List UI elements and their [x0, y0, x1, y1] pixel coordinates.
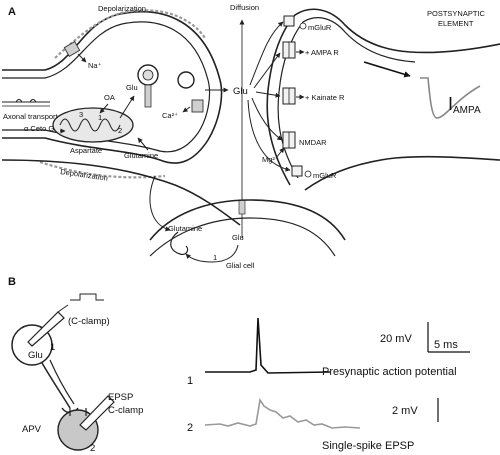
arrow-to-nmdar — [251, 97, 283, 141]
mglur-top-receptor — [283, 15, 307, 30]
synaptic-vesicle — [137, 64, 195, 108]
glial-transporter — [238, 199, 246, 215]
depolarization-bottom-label: Depolarization — [60, 167, 109, 183]
postsynaptic-line1: POSTSYNAPTIC — [427, 9, 486, 18]
num3-label: 3 — [79, 110, 83, 119]
glial-cell — [149, 199, 346, 257]
nmdar-label: NMDAR — [299, 138, 327, 147]
depolarization-top-label: Depolarization — [98, 4, 146, 13]
oa-arrow — [99, 103, 109, 114]
num1-label: 1 — [98, 113, 102, 122]
kainate-r-label: + Kainate R — [305, 93, 345, 102]
epsp-label: EPSP — [108, 392, 133, 403]
epsp-trace — [204, 397, 361, 429]
mg-label: Mg²⁺ — [262, 155, 279, 164]
presynaptic-ap-trace — [205, 317, 331, 374]
kainate-receptor — [282, 87, 305, 105]
na-label: Na⁺ — [88, 61, 102, 70]
diffusion-label: Diffusion — [230, 3, 259, 12]
axonal-transport — [2, 99, 50, 107]
trace2-label: Single-spike EPSP — [322, 440, 414, 452]
apv-label: APV — [22, 424, 42, 435]
neuron-1 — [11, 324, 79, 414]
panel-b-label: B — [8, 276, 16, 288]
glutamine-glial-label: Glutamine — [168, 224, 202, 233]
trace1-label: Presynaptic action potential — [322, 366, 457, 378]
i-ampa-sub: AMPA — [453, 105, 481, 116]
mg-arrow — [275, 147, 285, 159]
glutamine-arrow — [137, 137, 149, 151]
scale-bar-1 — [427, 322, 470, 353]
electrode-1 — [27, 293, 104, 347]
glu-label: Glu — [28, 350, 43, 361]
mglur-top-label: mGluR — [308, 23, 332, 32]
nmda-receptor — [282, 131, 296, 149]
glial-cell-label: Glial cell — [226, 261, 255, 270]
ca-arrow — [182, 106, 191, 113]
num2-label: 2 — [118, 126, 122, 135]
glu-glial-label: Glu — [232, 233, 244, 242]
presynaptic-terminal — [1, 9, 241, 226]
ca-label: Ca²⁺ — [162, 111, 178, 120]
response-arrow — [363, 61, 411, 78]
arrow-to-mglur-top — [249, 21, 284, 86]
aspartate-label: Aspartate — [70, 146, 102, 155]
c-clamp-top-label: (C-clamp) — [68, 316, 110, 327]
i-ampa-label: IAMPA — [448, 94, 481, 116]
postsynaptic-label: POSTSYNAPTIC ELEMENT — [427, 9, 487, 28]
glu-presyn-label: Glu — [126, 83, 138, 92]
mglur-bottom-label: mGluR — [313, 171, 337, 180]
scale-2mv-label: 2 mV — [392, 405, 418, 417]
scale-20mv-label: 20 mV — [380, 333, 412, 345]
electrode-2 — [79, 395, 115, 431]
axonal-transport-label: Axonal transport — [3, 112, 59, 121]
c-clamp-bottom-label: C-clamp — [108, 405, 143, 416]
glial-cycle-arrow — [185, 244, 239, 263]
i-ampa-trace — [420, 77, 481, 119]
glu-arrow — [119, 95, 135, 119]
glutamine-to-glial-arrow — [149, 175, 171, 232]
arrow-to-mglur-bottom — [247, 99, 291, 172]
postsynaptic-element — [266, 8, 500, 191]
panel-a-label: A — [8, 6, 16, 18]
glial-num-label: 1 — [213, 253, 217, 262]
trace1-num-label: 1 — [187, 375, 193, 387]
calcium-channel — [191, 99, 204, 113]
sodium-channel — [63, 41, 87, 63]
neuron2-label: 2 — [90, 443, 95, 454]
glu-cleft-label: Glu — [233, 86, 248, 97]
oa-label: OA — [104, 93, 115, 102]
ampa-r-label: + AMPA R — [305, 48, 339, 57]
alpha-ceto-g-label: α Ceto G — [24, 124, 54, 133]
glutamine-presyn-label: Glutamine — [124, 151, 158, 160]
mglur-bottom-receptor — [291, 165, 312, 178]
scale-5ms-label: 5 ms — [434, 339, 458, 351]
mitochondrion — [52, 107, 134, 143]
arrow-to-ampa — [253, 52, 281, 89]
trace2-num-label: 2 — [187, 422, 193, 434]
postsynaptic-line2: ELEMENT — [438, 19, 474, 28]
i-ampa-main: I — [448, 94, 453, 114]
ampa-receptor — [282, 41, 305, 59]
neuron1-label: 1 — [50, 342, 55, 353]
